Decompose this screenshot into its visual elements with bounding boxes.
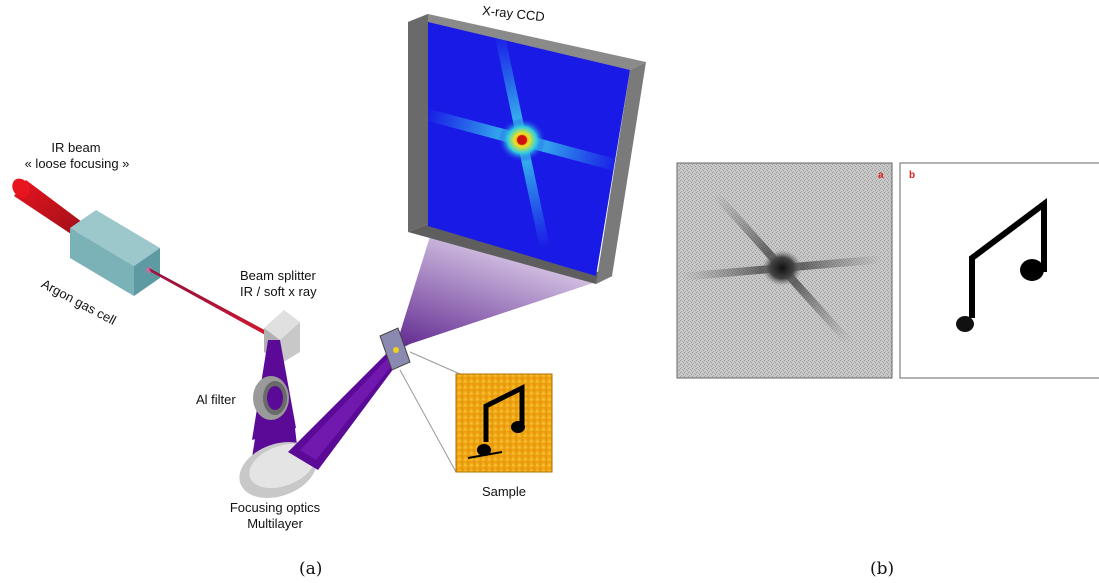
beam-splitter-label-line1: Beam splitter [240,268,316,283]
focusing-optics-label-line2: Multilayer [247,516,303,531]
caption-b: (b) [870,559,895,579]
ir-beam-label-line2: « loose focusing » [24,156,130,171]
diffraction-cone [394,230,614,352]
beam-splitter-label-line2: IR / soft x ray [240,284,317,299]
subpanel-a-letter: a [878,170,884,181]
ir-beam-label-line1: IR beam [51,140,101,155]
argon-gas-cell [70,210,160,296]
panel-b-diffraction [676,162,893,379]
ir-beam [14,180,82,236]
subpanel-b-letter: b [909,170,916,181]
panel-b-reconstruction [899,162,1099,379]
al-filter-label: Al filter [196,392,236,407]
focusing-optics-label-line1: Focusing optics [229,500,321,515]
ir-beam-source [12,178,30,198]
al-filter [253,376,289,420]
caption-a: (a) [299,559,323,579]
harmonic-beam [149,268,278,342]
sample-inset [455,373,553,473]
sample-label: Sample [481,484,527,499]
sample-holder [379,327,411,371]
xray-ccd [408,14,646,284]
